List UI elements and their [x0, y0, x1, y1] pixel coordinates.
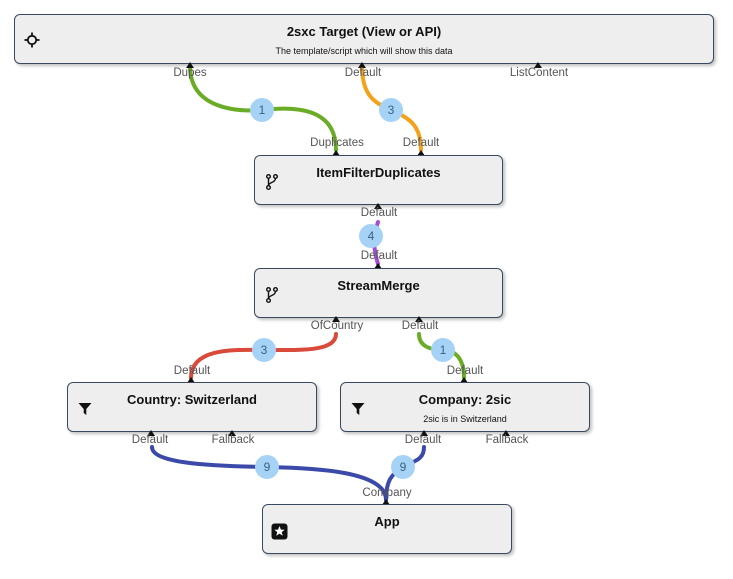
filter-icon [349, 400, 367, 418]
port-label-default: Default [402, 137, 440, 149]
port-duplicates[interactable] [332, 150, 340, 156]
node-title: 2sxc Target (View or API) [286, 24, 442, 39]
node-title: Country: Switzerland [126, 392, 257, 407]
port-of-country[interactable] [332, 316, 340, 322]
connection-count-badge[interactable]: 4 [359, 224, 383, 248]
connection-count-badge[interactable]: 9 [391, 455, 415, 479]
connection-count-badge[interactable]: 3 [379, 98, 403, 122]
port-label-out-default: Default [360, 207, 398, 219]
port-list-content[interactable] [534, 62, 542, 68]
fork-icon [263, 286, 281, 304]
fork-icon [263, 173, 281, 191]
crosshair-icon [23, 31, 41, 49]
node-description: 2sic is in Switzerland [423, 414, 507, 424]
port-default[interactable] [358, 62, 366, 68]
port-label-default: Default [360, 250, 398, 262]
port-out-default[interactable] [415, 316, 423, 322]
port-label-duplicates: Duplicates [310, 137, 364, 149]
port-company[interactable] [382, 499, 390, 505]
port-label-out-default: Default [131, 434, 169, 446]
port-default[interactable] [374, 263, 382, 269]
node-title: StreamMerge [337, 278, 420, 293]
connection-count-badge[interactable]: 1 [250, 98, 274, 122]
port-fallback[interactable] [228, 430, 236, 436]
node-stream-merge[interactable]: StreamMerge [254, 268, 503, 318]
connection-count-badge[interactable]: 1 [431, 338, 455, 362]
port-label-default: Default [446, 365, 484, 377]
port-default[interactable] [417, 150, 425, 156]
node-company-2sic[interactable]: Company: 2sic 2sic is in Switzerland [340, 382, 590, 432]
node-country-switzerland[interactable]: Country: Switzerland [67, 382, 317, 432]
port-out-default[interactable] [420, 430, 428, 436]
port-default[interactable] [460, 377, 468, 383]
star-icon [270, 522, 288, 540]
port-out-default[interactable] [147, 430, 155, 436]
node-title: ItemFilterDuplicates [316, 165, 441, 180]
node-target[interactable]: 2sxc Target (View or API) The template/s… [14, 14, 714, 64]
filter-icon [76, 400, 94, 418]
port-label-fallback: Fallback [211, 434, 255, 446]
port-label-default: Default [344, 67, 382, 79]
port-dupes[interactable] [186, 62, 194, 68]
port-label-out-default: Default [401, 320, 439, 332]
connection-count-badge[interactable]: 3 [252, 338, 276, 362]
node-title: App [374, 514, 400, 529]
node-app[interactable]: App [262, 504, 512, 554]
node-item-filter-duplicates[interactable]: ItemFilterDuplicates [254, 155, 503, 205]
port-label-of-country: OfCountry [310, 320, 364, 332]
port-default[interactable] [187, 377, 195, 383]
port-label-company: Company [362, 487, 412, 499]
node-description: The template/script which will show this… [275, 46, 453, 56]
port-label-out-default: Default [404, 434, 442, 446]
connection-count-badge[interactable]: 9 [255, 455, 279, 479]
port-out-default[interactable] [374, 203, 382, 209]
port-label-list-content: ListContent [509, 67, 569, 79]
port-fallback[interactable] [502, 430, 510, 436]
port-label-default: Default [173, 365, 211, 377]
port-label-fallback: Fallback [485, 434, 529, 446]
port-label-dupes: Dupes [173, 67, 207, 79]
node-title: Company: 2sic [418, 392, 512, 407]
